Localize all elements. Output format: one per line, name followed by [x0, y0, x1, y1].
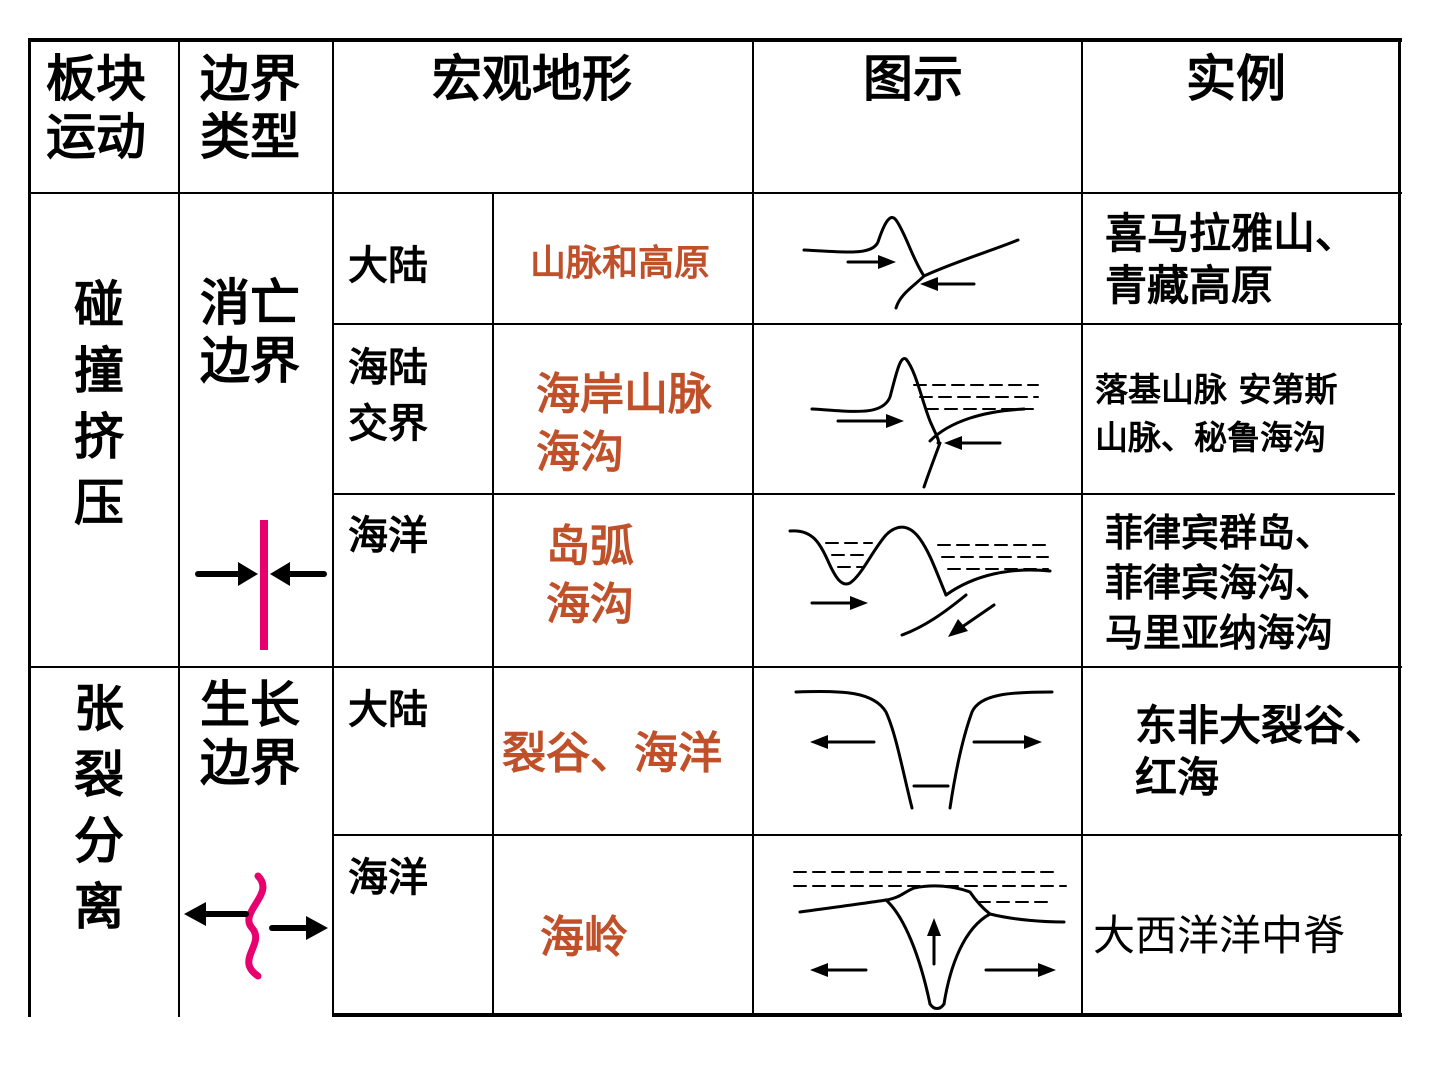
convergent-boundary-icon	[195, 520, 327, 650]
col4-border	[752, 38, 754, 1017]
row1-type: 大陆	[348, 243, 428, 289]
row5-landform: 海岭	[540, 912, 628, 963]
table-top-border	[28, 38, 1402, 42]
col-left-border	[28, 38, 31, 1017]
separation-motion-label: 张 裂 分 离	[74, 680, 124, 936]
header-bottom-border	[28, 192, 1402, 194]
row4-example: 东非大裂谷、红海	[1135, 701, 1388, 802]
table-bottom-border	[333, 1013, 1402, 1017]
separation-boundary-label: 生长边界	[200, 676, 300, 792]
row1-bottom-border	[333, 323, 1402, 325]
row2-landform: 海岸山脉海沟	[536, 369, 712, 478]
row1-example: 喜马拉雅山、青藏高原	[1105, 209, 1358, 310]
row4-bottom-border	[333, 834, 1402, 836]
header-landform: 宏观地形	[432, 50, 632, 108]
group-divider	[28, 666, 1402, 668]
row3-type: 海洋	[348, 513, 428, 559]
collision-motion-label: 碰 撞 挤 压	[74, 276, 124, 532]
collision-boundary-label: 消亡边界	[200, 274, 300, 390]
row3-landform: 岛弧海沟	[546, 521, 634, 630]
row1-diagram	[802, 216, 1020, 310]
divergent-boundary-icon	[184, 872, 328, 980]
col5-border	[1081, 38, 1083, 1017]
header-boundary: 边界类型	[200, 50, 300, 166]
row2-diagram	[810, 357, 1039, 489]
header-example: 实例	[1186, 50, 1286, 108]
row2-bottom-border-left	[333, 493, 493, 495]
col1-border	[178, 38, 180, 1017]
row4-type: 大陆	[348, 687, 428, 733]
row5-type: 海洋	[348, 855, 428, 901]
row5-diagram	[793, 871, 1067, 1010]
row2-type: 海陆交界	[348, 345, 428, 447]
col2-border	[332, 38, 334, 1017]
row4-diagram	[794, 689, 1054, 810]
col-right-border	[1398, 38, 1401, 1017]
col3-border	[492, 192, 494, 1017]
row2-bottom-border	[488, 493, 1395, 495]
header-motion: 板块运动	[46, 50, 146, 166]
row2-example: 落基山脉 安第斯山脉、秘鲁海沟	[1095, 370, 1338, 457]
row5-example: 大西洋洋中脊	[1093, 911, 1346, 960]
row4-landform: 裂谷、海洋	[502, 728, 722, 779]
row3-example: 菲律宾群岛、菲律宾海沟、马里亚纳海沟	[1105, 511, 1334, 655]
row3-diagram	[788, 525, 1052, 637]
row1-landform: 山脉和高原	[530, 243, 711, 284]
header-diagram: 图示	[863, 50, 963, 108]
